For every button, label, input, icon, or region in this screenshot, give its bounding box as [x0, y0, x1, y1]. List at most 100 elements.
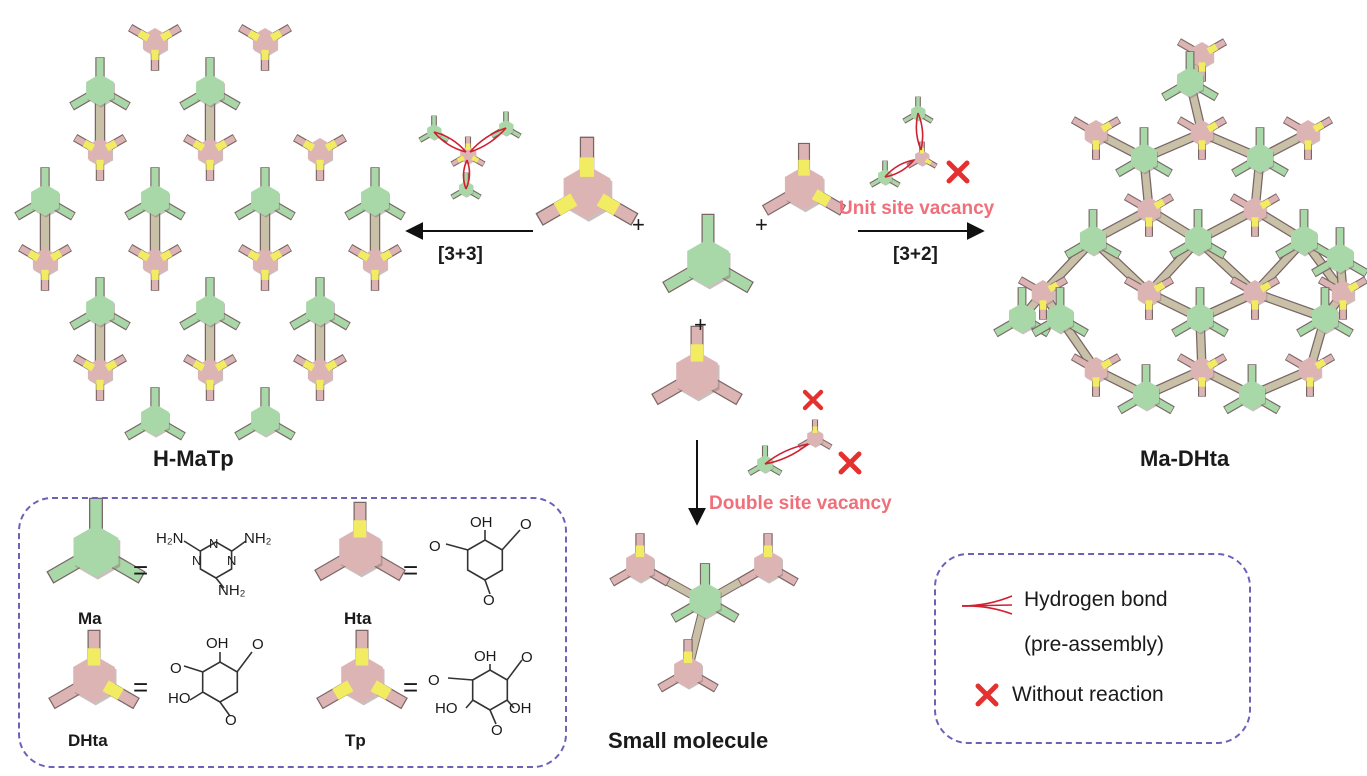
- cluster-ma-1: [418, 115, 450, 143]
- legend-dhta-icon: [48, 629, 140, 710]
- hbond-line: [433, 131, 467, 153]
- cross-icon: [838, 451, 862, 475]
- tp-o-bottom: O: [491, 722, 503, 739]
- ma-dhta-label: Ma-DHta: [1140, 446, 1230, 471]
- tp-node: [293, 353, 347, 401]
- dhta-o-right: O: [252, 636, 264, 653]
- hta-label: Hta: [344, 609, 372, 628]
- ma-node: [179, 277, 241, 331]
- ma-n-1: N: [209, 536, 219, 551]
- equals-tp: =: [403, 672, 419, 702]
- tp-node: [293, 133, 347, 181]
- ma-node: [1171, 287, 1229, 338]
- dhta-node: [1070, 353, 1122, 397]
- hbond-line: [764, 443, 809, 465]
- dhta-node: [1123, 193, 1175, 237]
- tp-oh-top: OH: [474, 648, 497, 665]
- tp-node: [183, 133, 237, 181]
- equals-ma: =: [133, 555, 149, 585]
- dhta-label: DHta: [68, 731, 108, 750]
- tp-node: [238, 23, 292, 71]
- plus-sign-3: +: [694, 312, 707, 337]
- plus-sign-1: +: [632, 212, 645, 237]
- hbond-line: [764, 443, 809, 465]
- hbond-line: [917, 112, 924, 151]
- legend-cross-icon: [975, 683, 999, 707]
- tp-node: [348, 243, 402, 291]
- dhta-node: [1176, 38, 1228, 82]
- tp-o-right: O: [521, 649, 533, 666]
- ma-n-2: N: [192, 553, 202, 568]
- dhta-node: [1070, 116, 1122, 160]
- hbond-line: [915, 112, 922, 151]
- hta-oh: OH: [470, 514, 493, 531]
- ma-node: [234, 387, 296, 441]
- dhta-node: [1282, 116, 1334, 160]
- dhta-o-bottom: O: [225, 712, 237, 729]
- dv-ma: [747, 445, 783, 476]
- hbond-line: [465, 159, 471, 190]
- legend-hta-icon: [314, 501, 406, 582]
- cluster-ma-3: [450, 172, 482, 200]
- ma-node: [289, 277, 351, 331]
- cross-icon: [946, 160, 970, 184]
- dhta-node: [1123, 276, 1175, 320]
- tp-node: [73, 353, 127, 401]
- pre-assembly-text: (pre-assembly): [1024, 633, 1165, 656]
- monomer-legend-box: [18, 497, 567, 768]
- dhta-o-left: O: [170, 660, 182, 677]
- cluster-ma-2: [490, 111, 522, 139]
- ma-label: Ma: [78, 609, 102, 628]
- tp-ho-left: HO: [435, 700, 458, 717]
- dhta-node: [1317, 276, 1367, 320]
- small-hta-bottom: [657, 639, 719, 693]
- symbol-legend-box: [934, 553, 1251, 744]
- dv-hta: [797, 419, 833, 450]
- ma-node: [179, 57, 241, 111]
- hta-o-right: O: [520, 516, 532, 533]
- ma-structure: [199, 541, 233, 579]
- small-ma: [670, 563, 740, 623]
- tp-node: [73, 133, 127, 181]
- tp-node: [183, 353, 237, 401]
- tp-label: Tp: [345, 731, 366, 750]
- ma-node: [1115, 127, 1173, 178]
- framework-nodes: [14, 23, 1367, 710]
- ma-node: [1231, 127, 1289, 178]
- ma-nh2-bottom: NH₂: [218, 582, 246, 599]
- hbond-line: [433, 131, 467, 153]
- unit-site-vacancy-label: Unit site vacancy: [839, 198, 995, 219]
- ma-node: [1311, 227, 1367, 278]
- hydrogen-bond-text: Hydrogen bond: [1024, 588, 1168, 611]
- tp-monomer: [535, 136, 639, 226]
- without-reaction-text: Without reaction: [1012, 683, 1164, 706]
- tp-node: [18, 243, 72, 291]
- dhta-node: [1176, 353, 1228, 397]
- ma-nh2-right: NH₂: [244, 530, 272, 547]
- double-site-vacancy-label: Double site vacancy: [709, 493, 892, 514]
- equals-hta: =: [403, 555, 419, 585]
- dhta-oh: OH: [206, 635, 229, 652]
- ma-node: [1117, 364, 1175, 415]
- dhta-node: [1017, 276, 1069, 320]
- tp-node: [128, 243, 182, 291]
- ma-node: [1064, 209, 1122, 260]
- annotations: [183, 112, 1013, 725]
- arrow-right-label: [3+2]: [893, 244, 938, 265]
- ma-node: [1161, 51, 1219, 102]
- hbond-line: [884, 159, 915, 178]
- hta-o-bottom: O: [483, 592, 495, 609]
- ma-node: [1169, 209, 1227, 260]
- dhta-monomer: [761, 142, 847, 216]
- small-hta-left: [609, 533, 671, 587]
- ma-node: [1031, 287, 1089, 338]
- ma-node: [344, 167, 406, 221]
- dhta-node: [1176, 116, 1228, 160]
- hbond-line: [462, 159, 468, 190]
- ma-node: [1223, 364, 1281, 415]
- ma-node: [69, 277, 131, 331]
- ma-h2n-left: H₂N: [156, 530, 184, 547]
- cross-icon: [802, 389, 824, 411]
- plus-sign-2: +: [755, 212, 768, 237]
